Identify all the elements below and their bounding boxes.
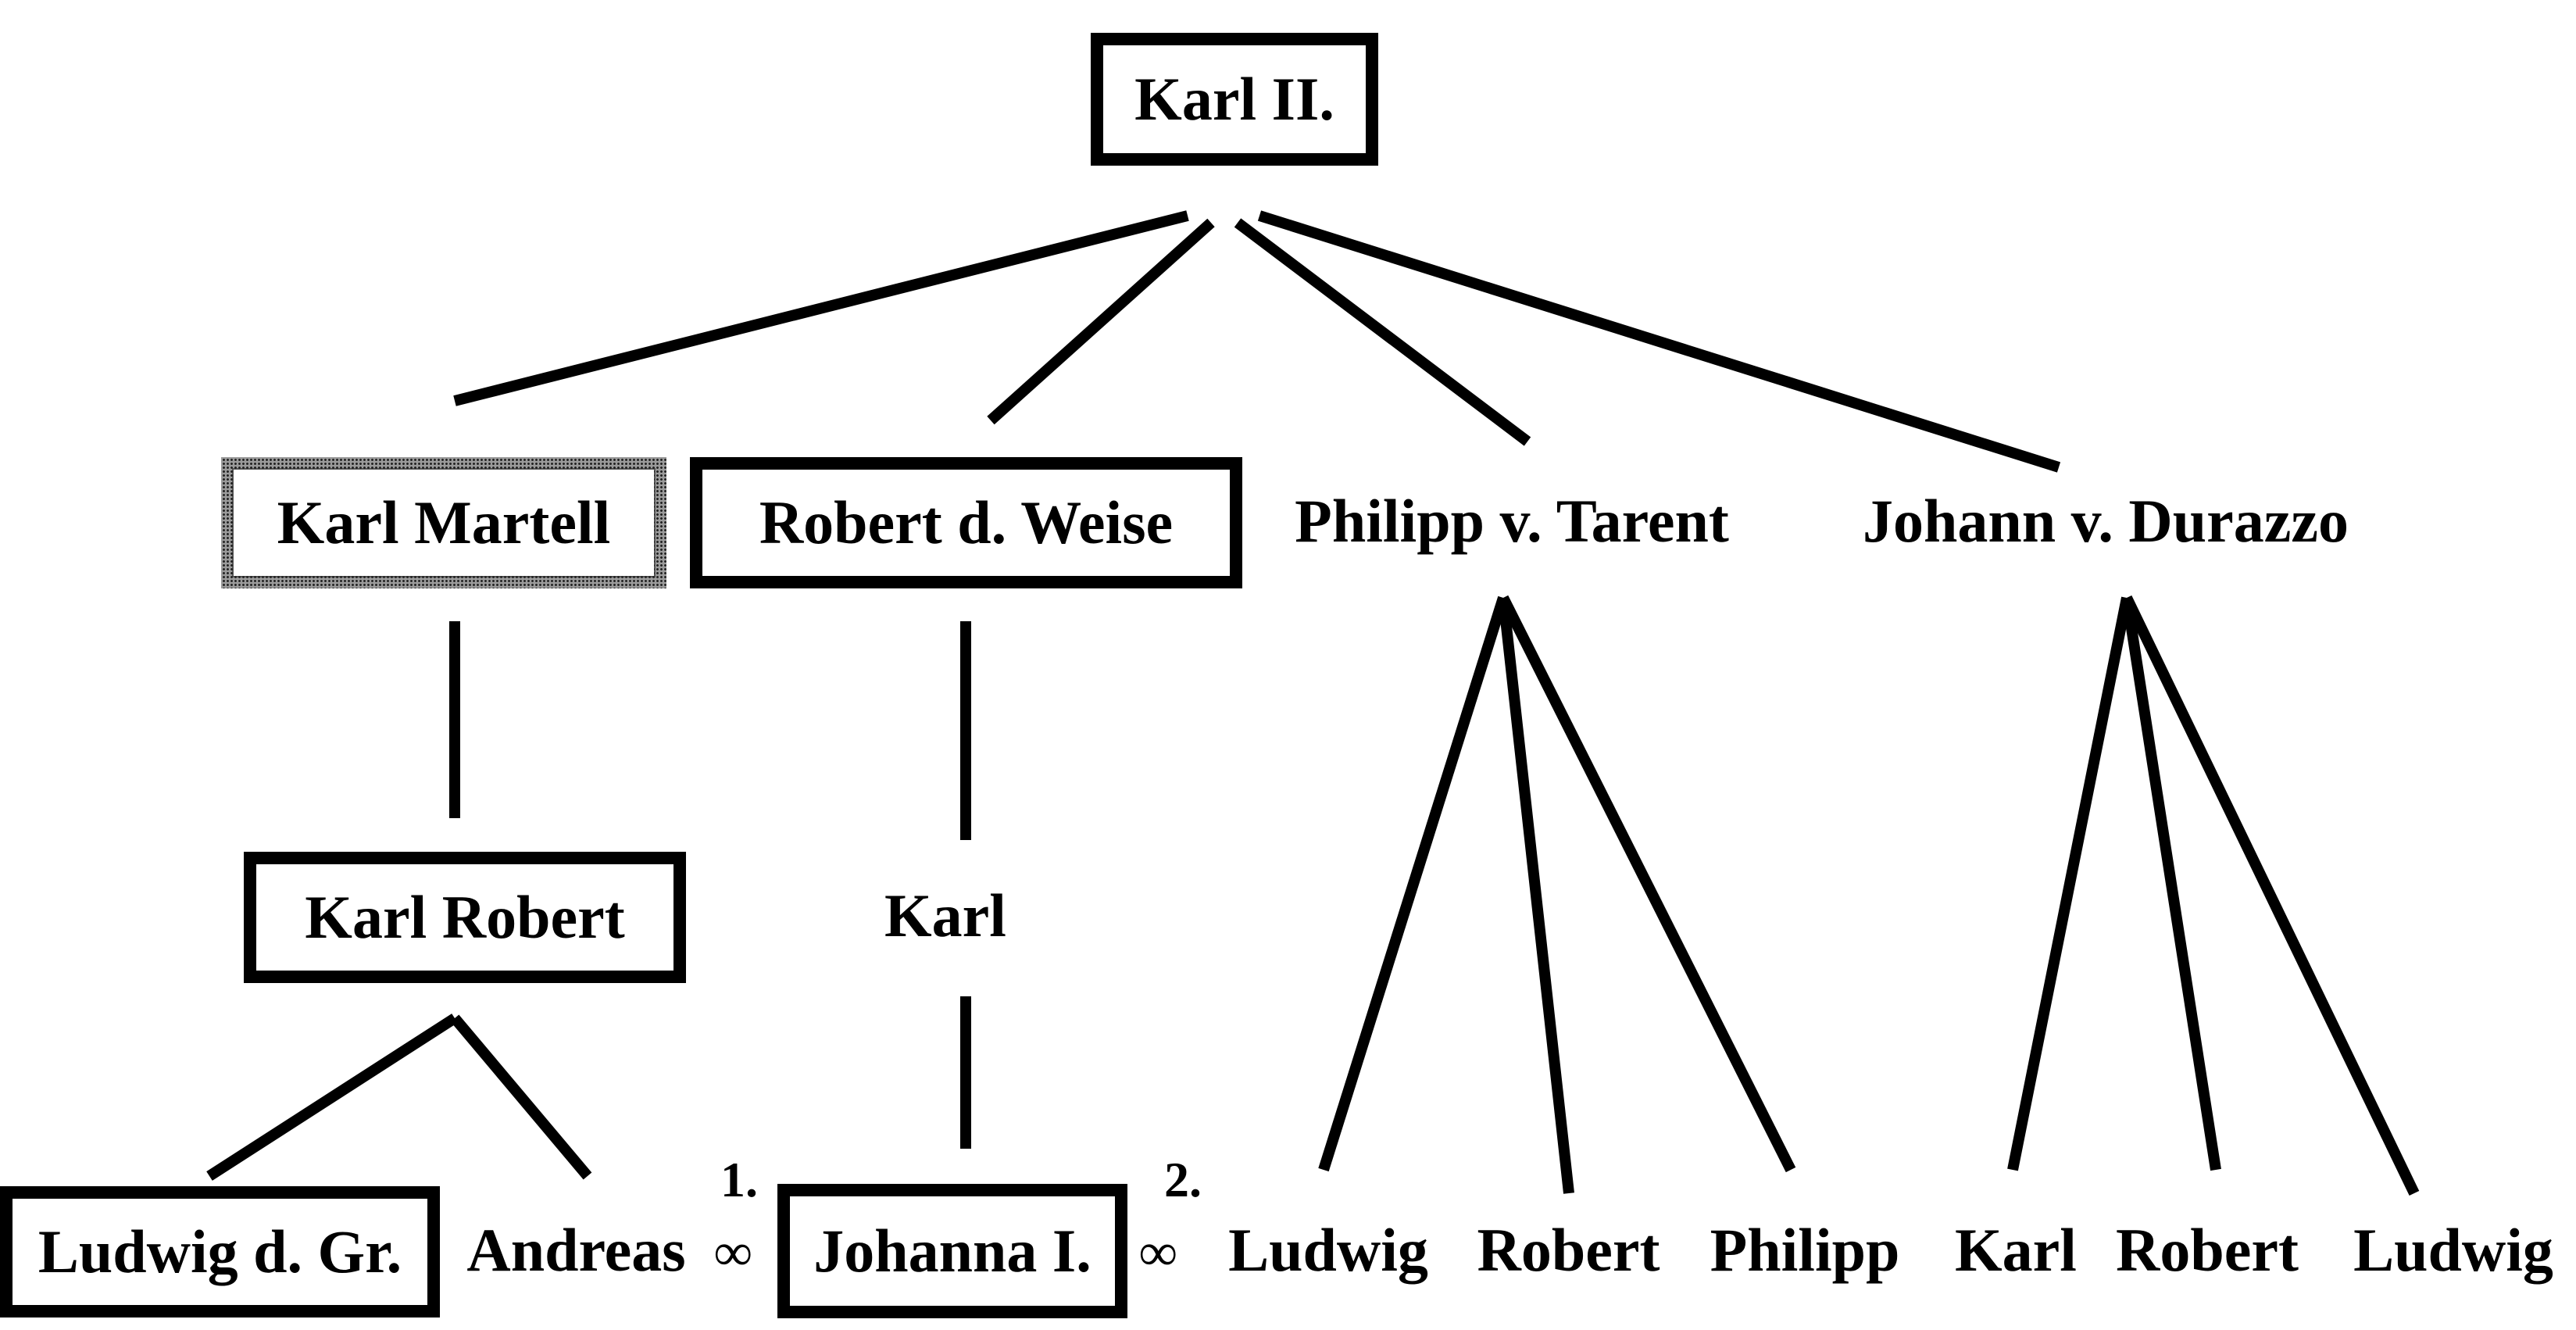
node-philipp-v-tarent: Philipp v. Tarent (1258, 482, 1766, 560)
node-robert-d-weise: Robert d. Weise (690, 457, 1242, 588)
edge-karl2-philipp (1234, 218, 1531, 446)
node-karl-robert-label: Karl Robert (305, 883, 625, 951)
edge-karl2-karl-martell (453, 210, 1189, 406)
node-ludwig-d-gr-label: Ludwig d. Gr. (38, 1217, 402, 1285)
node-philipp-son-robert-label: Robert (1477, 1216, 1660, 1284)
edge-karl2-johann (1257, 210, 2061, 473)
node-ludwig-d-gr: Ludwig d. Gr. (0, 1186, 440, 1317)
node-andreas-label: Andreas (466, 1216, 686, 1284)
node-johanna-i: Johanna I. (777, 1184, 1127, 1318)
node-johann-son-ludwig-label: Ludwig (2353, 1216, 2553, 1284)
edge-johann-ludwig (2121, 595, 2420, 1196)
node-philipp-son-robert: Robert (1461, 1211, 1676, 1289)
node-robert-d-weise-label: Robert d. Weise (759, 488, 1174, 556)
node-johann-son-ludwig: Ludwig (2336, 1211, 2571, 1289)
node-johann-son-robert-label: Robert (2116, 1216, 2299, 1284)
node-karl-ii-label: Karl II. (1134, 65, 1334, 133)
node-philipp-v-tarent-label: Philipp v. Tarent (1295, 487, 1729, 555)
node-johann-son-karl-label: Karl (1955, 1216, 2077, 1284)
edge-johann-robert (2121, 596, 2221, 1171)
node-johanna-i-label: Johanna I. (813, 1217, 1091, 1285)
node-karl-martell: Karl Martell (221, 457, 666, 588)
edge-karl-robert-ludwig (206, 1014, 458, 1181)
node-philipp-son-philipp-label: Philipp (1710, 1216, 1900, 1284)
node-johann-v-durazzo: Johann v. Durazzo (1820, 482, 2391, 560)
marriage-symbol-second: ∞ (1139, 1222, 1177, 1282)
edge-karl-robert-andreas (450, 1014, 592, 1180)
node-karl-ii: Karl II. (1091, 33, 1378, 166)
node-karl: Karl (859, 877, 1031, 955)
edge-philipp-philipp (1498, 595, 1796, 1173)
node-philipp-son-philipp: Philipp (1695, 1211, 1914, 1289)
node-johann-son-karl: Karl (1942, 1211, 2090, 1289)
node-karl-label: Karl (884, 881, 1006, 949)
edge-karl2-robert (987, 218, 1215, 425)
node-karl-martell-label: Karl Martell (277, 488, 611, 556)
marriage-label-second: 2. (1164, 1152, 1202, 1207)
node-philipp-son-ludwig-label: Ludwig (1228, 1216, 1428, 1284)
edge-johann-karl (2007, 596, 2132, 1171)
node-philipp-son-ludwig: Ludwig (1211, 1211, 1445, 1289)
node-johann-son-robert: Robert (2102, 1211, 2313, 1289)
edge-philipp-robert (1498, 597, 1574, 1194)
node-karl-robert: Karl Robert (244, 852, 686, 983)
node-andreas: Andreas (449, 1211, 703, 1289)
marriage-label-first: 1. (720, 1152, 758, 1207)
edge-philipp-ludwig (1318, 595, 1509, 1172)
node-johann-v-durazzo-label: Johann v. Durazzo (1863, 487, 2349, 555)
marriage-symbol-first: ∞ (714, 1222, 752, 1282)
